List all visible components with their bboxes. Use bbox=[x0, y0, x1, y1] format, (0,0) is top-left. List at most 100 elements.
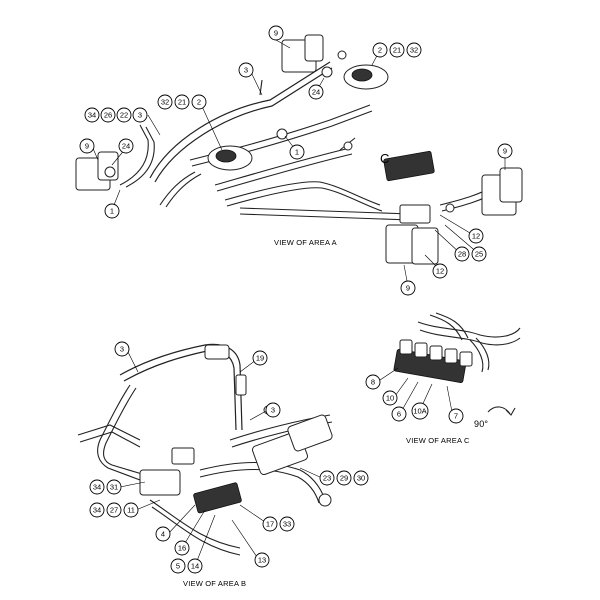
callout-2-mid: 2 bbox=[191, 94, 207, 110]
callout-21-mid: 21 bbox=[174, 94, 190, 110]
svg-text:28: 28 bbox=[458, 250, 466, 259]
svg-text:9: 9 bbox=[503, 147, 507, 156]
svg-text:24: 24 bbox=[122, 142, 130, 151]
svg-text:34: 34 bbox=[88, 111, 96, 120]
area-a-callouts: 9 2 21 32 3 24 34 26 22 3 32 21 2 9 24 1… bbox=[79, 25, 513, 296]
callout-34-b-bottom: 34 bbox=[89, 502, 105, 518]
callout-33: 33 bbox=[279, 516, 295, 532]
callout-11: 11 bbox=[123, 502, 139, 518]
svg-text:6: 6 bbox=[397, 410, 401, 419]
svg-text:4: 4 bbox=[161, 530, 165, 539]
area-a-view-label: VIEW OF AREA A bbox=[274, 238, 337, 247]
callout-23: 23 bbox=[319, 470, 335, 486]
callout-24-top: 24 bbox=[308, 84, 324, 100]
area-b-illustration bbox=[77, 343, 333, 556]
callout-10: 10 bbox=[382, 390, 398, 406]
svg-text:32: 32 bbox=[161, 98, 169, 107]
svg-text:9: 9 bbox=[85, 142, 89, 151]
callout-1-left: 1 bbox=[104, 203, 120, 219]
callout-13: 13 bbox=[254, 552, 270, 568]
callout-22-left: 22 bbox=[116, 107, 132, 123]
svg-text:23: 23 bbox=[323, 474, 331, 483]
area-a-leaders bbox=[91, 39, 506, 287]
svg-text:34: 34 bbox=[93, 483, 101, 492]
area-b-callouts: 3 19 3 23 29 30 34 31 34 27 11 4 17 33 1… bbox=[89, 341, 369, 574]
svg-text:22: 22 bbox=[120, 111, 128, 120]
svg-text:24: 24 bbox=[312, 88, 320, 97]
svg-text:17: 17 bbox=[266, 520, 274, 529]
callout-19: 19 bbox=[252, 350, 268, 366]
callout-32-right: 32 bbox=[406, 42, 422, 58]
svg-text:12: 12 bbox=[436, 267, 444, 276]
svg-text:19: 19 bbox=[256, 354, 264, 363]
callout-31: 31 bbox=[106, 479, 122, 495]
svg-text:16: 16 bbox=[178, 544, 186, 553]
svg-text:3: 3 bbox=[244, 66, 248, 75]
svg-text:34: 34 bbox=[93, 506, 101, 515]
callout-4: 4 bbox=[155, 526, 171, 542]
svg-text:11: 11 bbox=[127, 506, 135, 515]
svg-text:3: 3 bbox=[271, 406, 275, 415]
callout-28: 28 bbox=[454, 246, 470, 262]
svg-text:3: 3 bbox=[120, 345, 124, 354]
callout-16: 16 bbox=[174, 540, 190, 556]
callout-1-mid: 1 bbox=[289, 144, 305, 160]
callout-2-right: 2 bbox=[372, 42, 388, 58]
area-c-leaders bbox=[379, 367, 453, 413]
area-c-illustration bbox=[393, 312, 521, 416]
svg-text:2: 2 bbox=[378, 46, 382, 55]
area-a-illustration bbox=[75, 34, 523, 265]
callout-8: 8 bbox=[365, 374, 381, 390]
callout-9-bottom: 9 bbox=[400, 280, 416, 296]
svg-text:21: 21 bbox=[178, 98, 186, 107]
svg-text:9: 9 bbox=[274, 29, 278, 38]
svg-text:2: 2 bbox=[197, 98, 201, 107]
callout-7: 7 bbox=[448, 408, 464, 424]
area-c-rotation-label: 90° bbox=[474, 419, 488, 429]
svg-text:12: 12 bbox=[472, 232, 480, 241]
svg-text:1: 1 bbox=[110, 207, 114, 216]
svg-text:1: 1 bbox=[295, 148, 299, 157]
svg-text:33: 33 bbox=[283, 520, 291, 529]
callout-17: 17 bbox=[262, 516, 278, 532]
callout-14: 14 bbox=[187, 558, 203, 574]
callout-3-b-top: 3 bbox=[114, 341, 130, 357]
callout-5: 5 bbox=[170, 558, 186, 574]
svg-text:27: 27 bbox=[110, 506, 118, 515]
svg-text:10A: 10A bbox=[413, 407, 426, 416]
svg-text:10: 10 bbox=[386, 394, 394, 403]
callout-34-left: 34 bbox=[84, 107, 100, 123]
svg-text:7: 7 bbox=[454, 412, 458, 421]
callout-3-top: 3 bbox=[238, 62, 254, 78]
callout-30: 30 bbox=[353, 470, 369, 486]
callout-32-mid: 32 bbox=[157, 94, 173, 110]
area-c-view-label: VIEW OF AREA C bbox=[406, 436, 470, 445]
area-b-view-label: VIEW OF AREA B bbox=[183, 579, 246, 588]
callout-10a: 10A bbox=[411, 402, 429, 420]
callout-21-right: 21 bbox=[389, 42, 405, 58]
area-a-letter-c: C bbox=[380, 151, 389, 166]
svg-text:32: 32 bbox=[410, 46, 418, 55]
callout-9-top: 9 bbox=[268, 25, 284, 41]
svg-text:14: 14 bbox=[191, 562, 199, 571]
svg-text:25: 25 bbox=[475, 250, 483, 259]
svg-text:8: 8 bbox=[371, 378, 375, 387]
callout-29: 29 bbox=[336, 470, 352, 486]
callout-6: 6 bbox=[391, 406, 407, 422]
callout-12-bottom: 12 bbox=[432, 263, 448, 279]
svg-text:30: 30 bbox=[357, 474, 365, 483]
callout-26-left: 26 bbox=[100, 107, 116, 123]
svg-text:29: 29 bbox=[340, 474, 348, 483]
callout-34-b-top: 34 bbox=[89, 479, 105, 495]
svg-text:5: 5 bbox=[176, 562, 180, 571]
svg-text:13: 13 bbox=[258, 556, 266, 565]
area-c-callouts: 8 10 6 10A 7 bbox=[365, 374, 464, 424]
callout-27: 27 bbox=[106, 502, 122, 518]
callout-24-left: 24 bbox=[118, 138, 134, 154]
svg-text:31: 31 bbox=[110, 483, 118, 492]
callout-3-left: 3 bbox=[132, 107, 148, 123]
callout-9-left: 9 bbox=[79, 138, 95, 154]
callout-25: 25 bbox=[471, 246, 487, 262]
callout-12-right: 12 bbox=[468, 228, 484, 244]
